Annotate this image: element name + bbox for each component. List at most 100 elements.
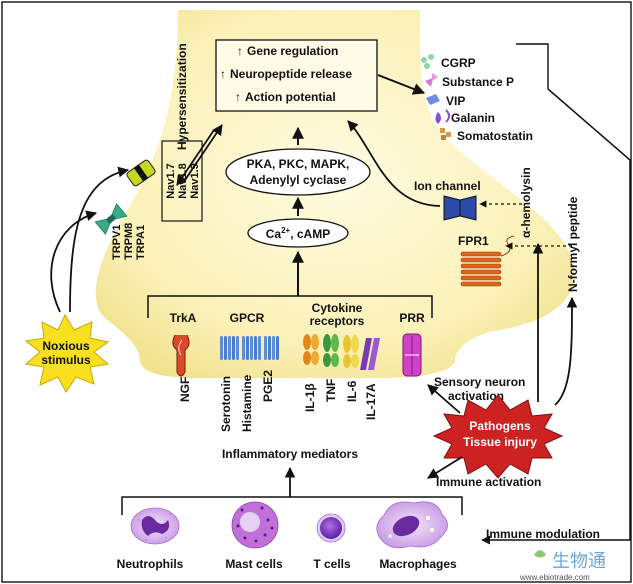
receptor-bracket bbox=[147, 295, 433, 318]
tissue-injury-label: Tissue injury bbox=[463, 435, 537, 449]
nav-channel-label: Nav1.9 bbox=[189, 163, 201, 198]
neuropeptide-label: CGRP bbox=[441, 56, 476, 70]
arrow-pathogen-to-formyl bbox=[554, 296, 578, 406]
cytokine-receptors-label: Cytokine bbox=[312, 301, 363, 315]
ligand-label: TNF bbox=[324, 379, 338, 402]
fpr1-receptor-icon bbox=[460, 235, 515, 287]
vip-icon bbox=[426, 94, 440, 105]
arrow-ion-channel-to-box bbox=[347, 120, 441, 207]
galanin-icon bbox=[435, 109, 450, 124]
alpha-hemolysin-label: α-hemolysin bbox=[519, 167, 533, 238]
tnf-receptor-icon bbox=[323, 334, 339, 367]
nav-channel-label: Nav1.8 bbox=[177, 163, 189, 198]
mast-cell-icon bbox=[231, 501, 279, 549]
trp-channel-icon bbox=[94, 203, 128, 235]
cell-label: T cells bbox=[313, 557, 351, 571]
noxious-stimulus-label: Noxious bbox=[42, 339, 90, 353]
watermark: 生物通 www.ebiotrade.com bbox=[519, 550, 606, 582]
nav-channel-label: Nav1.7 bbox=[165, 163, 177, 198]
noxious-stimulus-label: stimulus bbox=[41, 353, 91, 367]
arrow-immune-modulation bbox=[481, 88, 631, 545]
watermark-logo-text: 生物通 bbox=[552, 551, 606, 572]
ligand-label: PGE2 bbox=[261, 370, 275, 402]
neuropeptide-label: Somatostatin bbox=[457, 129, 533, 143]
kinases-label-line2: Adenylyl cyclase bbox=[250, 173, 347, 187]
arrow-stimulus-to-nav bbox=[69, 166, 130, 313]
sensory-activation-label: activation bbox=[448, 389, 504, 403]
neuropeptide-release-label: Neuropeptide release bbox=[230, 67, 352, 81]
cell-label: Neutrophils bbox=[117, 557, 184, 571]
cellular-response-box bbox=[215, 39, 378, 112]
il6-receptor-icon bbox=[343, 335, 359, 368]
neutrophil-icon bbox=[130, 507, 180, 545]
second-messenger-ellipse bbox=[247, 218, 349, 248]
ligand-label: NGF bbox=[178, 377, 192, 402]
neuropeptide-label: VIP bbox=[446, 94, 465, 108]
trp-channel-label: TRPM8 bbox=[123, 223, 135, 260]
gpcr-receptor-icon bbox=[220, 336, 239, 360]
arrow-hypersensitization-up bbox=[184, 124, 223, 181]
ligand-label: Histamine bbox=[240, 374, 254, 432]
second-messenger-label: Ca2+, cAMP bbox=[266, 226, 330, 241]
t-cell-icon bbox=[316, 513, 346, 543]
pathogens-burst bbox=[432, 394, 564, 479]
ion-channel-icon bbox=[443, 195, 477, 221]
hypersensitization-label: Hypersensitization bbox=[175, 43, 189, 150]
trp-channel-label: TRPV1 bbox=[111, 225, 123, 260]
arrow-up-icon: ↑ bbox=[235, 90, 241, 104]
cell-label: Mast cells bbox=[225, 557, 283, 571]
arrow-hypersensitization-down bbox=[176, 129, 215, 186]
ligand-label: Serotonin bbox=[219, 376, 233, 432]
kinases-ellipse bbox=[225, 148, 371, 196]
trka-label: TrkA bbox=[170, 311, 197, 325]
cgrp-icon bbox=[421, 54, 434, 69]
neuropeptide-label: Galanin bbox=[451, 111, 495, 125]
n-formyl-peptide-label: N-formyl peptide bbox=[566, 196, 580, 292]
il1-receptor-icon bbox=[303, 334, 319, 365]
arrow-up-icon: ↑ bbox=[220, 67, 226, 81]
trp-channel-labels: TRPV1 TRPM8 TRPA1 bbox=[111, 223, 147, 260]
immune-cells-bracket bbox=[121, 496, 463, 515]
trka-receptor-icon bbox=[172, 334, 190, 377]
substance-p-icon bbox=[425, 73, 438, 87]
immune-modulation-label: Immune modulation bbox=[486, 527, 600, 541]
pathogens-label: Pathogens bbox=[469, 419, 531, 433]
arrow-stimulus-to-trp bbox=[50, 210, 98, 313]
trp-channel-label: TRPA1 bbox=[135, 225, 147, 260]
cell-label: Macrophages bbox=[379, 557, 457, 571]
neuropeptide-bracket bbox=[516, 43, 549, 89]
somatostatin-icon bbox=[440, 128, 451, 140]
macrophage-icon bbox=[376, 501, 448, 549]
fpr1-label: FPR1 bbox=[458, 234, 489, 248]
ligand-label: IL-6 bbox=[345, 380, 359, 402]
ion-channel-label: Ion channel bbox=[414, 179, 481, 193]
kinases-label-line1: PKA, PKC, MAPK, bbox=[247, 157, 350, 171]
gene-regulation-label: Gene regulation bbox=[247, 44, 338, 58]
nav-channel-icon bbox=[126, 159, 156, 187]
leaf-icon bbox=[534, 550, 546, 558]
prr-receptor-icon bbox=[402, 333, 422, 377]
neuropeptide-label: Substance P bbox=[442, 75, 514, 89]
gpcr-receptor-icon bbox=[264, 336, 279, 360]
il17a-receptor-icon bbox=[360, 338, 380, 370]
action-potential-label: Action potential bbox=[245, 90, 336, 104]
arrow-immune-activation bbox=[427, 456, 463, 479]
cytokine-receptors-label: receptors bbox=[310, 314, 365, 328]
ligand-label: IL-17A bbox=[364, 383, 378, 420]
arrow-up-icon: ↑ bbox=[237, 44, 243, 58]
watermark-url: www.ebiotrade.com bbox=[519, 573, 590, 582]
arrow-to-neuropeptides bbox=[377, 74, 426, 95]
prr-label: PRR bbox=[399, 311, 425, 325]
gpcr-receptor-icon bbox=[242, 336, 261, 360]
noxious-stimulus-burst bbox=[24, 313, 110, 393]
gpcr-label: GPCR bbox=[230, 311, 265, 325]
immune-activation-label: Immune activation bbox=[436, 475, 541, 489]
inflammatory-mediators-label: Inflammatory mediators bbox=[222, 447, 358, 461]
ligand-label: IL-1β bbox=[303, 383, 317, 412]
arrow-sensory-activation bbox=[427, 384, 461, 414]
nav-channel-box: Nav1.7 Nav1.8 Nav1.9 bbox=[161, 140, 203, 222]
sensory-activation-label: Sensory neuron bbox=[434, 375, 525, 389]
